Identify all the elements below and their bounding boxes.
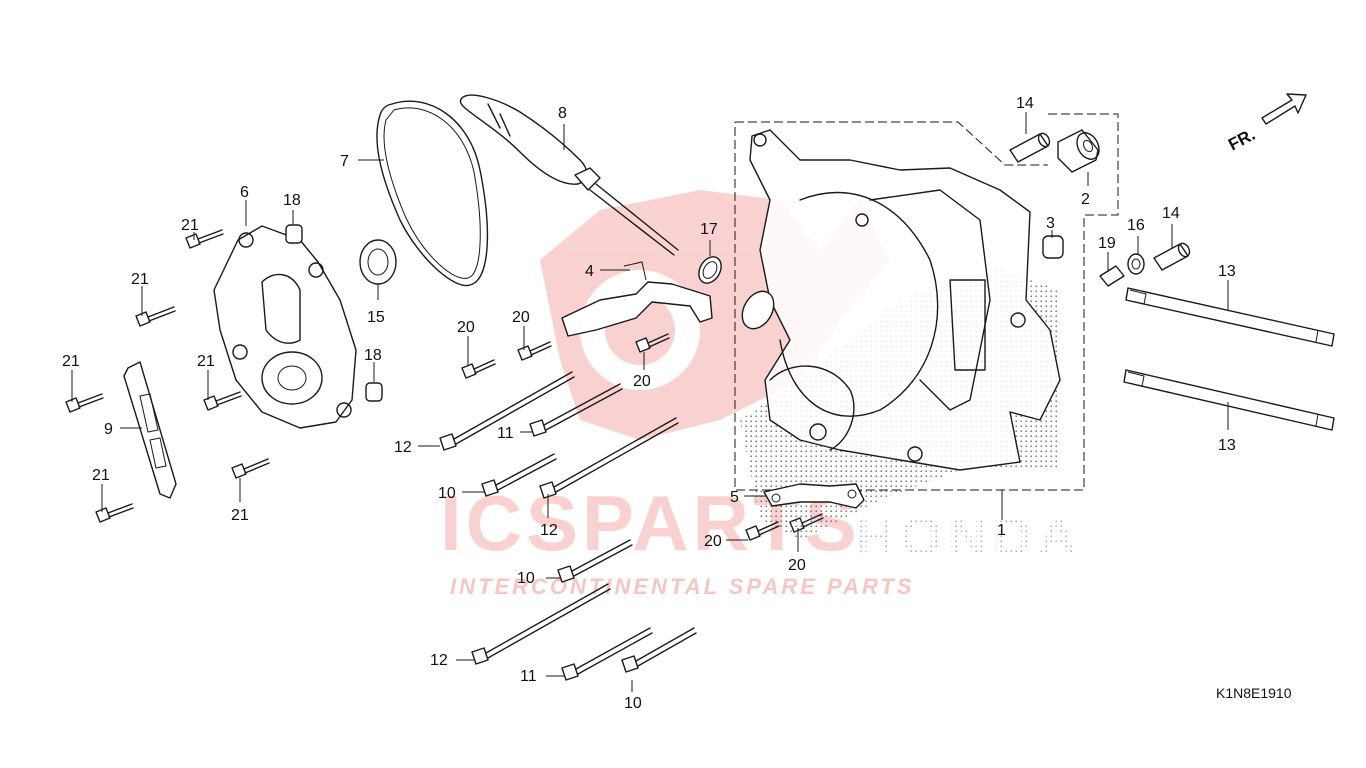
callout-4: 4: [585, 263, 594, 280]
front-direction-arrow-icon: [1261, 93, 1307, 125]
bolt-10-lower: [621, 627, 697, 673]
oil-dipstick: [459, 94, 679, 256]
callout-7: 7: [340, 153, 349, 170]
bolt-11-upper: [529, 383, 623, 437]
watermark-maker: HONDA: [855, 507, 1083, 567]
drive-belt: [376, 100, 489, 287]
bolt-12-upper: [439, 371, 575, 451]
callout-20-d: 20: [704, 533, 722, 550]
callout-21-e: 21: [92, 467, 110, 484]
bolt-21-center: [203, 391, 242, 411]
stay-bracket: [123, 361, 177, 499]
callout-10-c: 10: [624, 695, 642, 712]
callout-14-a: 14: [1016, 95, 1034, 112]
callout-2: 2: [1081, 191, 1090, 208]
bolt-20-c: [635, 333, 670, 353]
callout-labels: 1 2 3 4 5 6 7 8 9 10 10 10 11 11 12 12 1…: [62, 95, 1236, 712]
oil-seal: [359, 239, 397, 285]
collar-14-upper: [1009, 132, 1051, 163]
leader-lines: [71, 112, 1229, 692]
assembly-dashed-frame: [734, 113, 1119, 491]
callout-13-b: 13: [1218, 437, 1236, 454]
o-ring: [698, 256, 722, 284]
callout-11-a: 11: [497, 425, 514, 442]
callout-20-a: 20: [457, 319, 475, 336]
collar-19: [1099, 265, 1125, 287]
rubber-bushing: [1057, 129, 1100, 173]
callout-9: 9: [104, 421, 113, 438]
bolt-20-a: [461, 359, 496, 379]
harness-clamp: [561, 261, 713, 337]
bolt-20-b: [517, 341, 552, 361]
callout-19: 19: [1098, 235, 1116, 252]
bolt-12-lower: [471, 583, 611, 665]
callout-6: 6: [240, 184, 249, 201]
callout-18-a: 18: [283, 192, 301, 209]
callout-21-d: 21: [197, 353, 215, 370]
callout-16: 16: [1127, 217, 1145, 234]
callout-8: 8: [558, 105, 567, 122]
bolt-21-lower-left: [95, 503, 134, 523]
callout-12-c: 12: [430, 652, 448, 669]
callout-10-a: 10: [438, 485, 456, 502]
stud-bolt-upper: [1125, 287, 1335, 347]
callout-5: 5: [730, 489, 739, 506]
callout-3: 3: [1046, 215, 1055, 232]
dowel-pin-lower: [365, 382, 383, 402]
bolt-21-lower: [231, 458, 270, 479]
bolt-10-mid: [557, 539, 633, 583]
bolt-21-mid-left: [135, 306, 176, 327]
callout-13-a: 13: [1218, 263, 1236, 280]
washer-16: [1127, 253, 1145, 275]
callout-17: 17: [700, 221, 718, 238]
callout-21-a: 21: [181, 217, 199, 234]
collar-14-right: [1153, 242, 1191, 271]
crankcase-cover: [740, 129, 1061, 540]
diagram-code: K1N8E1910: [1216, 685, 1292, 701]
bolt-11-lower: [561, 627, 653, 681]
callout-12-b: 12: [540, 522, 558, 539]
collar-3: [1042, 235, 1064, 259]
callout-20-b: 20: [512, 309, 530, 326]
callout-21-c: 21: [62, 353, 80, 370]
front-direction-label: FR.: [1225, 125, 1258, 155]
callout-12-a: 12: [394, 439, 412, 456]
bolt-10-upper: [481, 453, 557, 497]
callout-21-f: 21: [231, 507, 249, 524]
watermark-tagline: INTERCONTINENTAL SPARE PARTS: [450, 574, 915, 599]
callout-1: 1: [997, 522, 1006, 539]
cover-bracket: [763, 483, 865, 509]
callout-18-b: 18: [364, 347, 382, 364]
bolt-21-left: [65, 393, 104, 413]
pump-cover: [213, 225, 357, 429]
bolt-21-upper: [185, 229, 224, 249]
callout-11-b: 11: [520, 668, 537, 685]
callout-21-b: 21: [131, 271, 149, 288]
callout-10-b: 10: [517, 570, 535, 587]
callout-15: 15: [367, 309, 385, 326]
callout-20-c: 20: [633, 373, 651, 390]
stud-bolt-lower: [1123, 369, 1335, 431]
bolt-12-mid: [539, 417, 679, 499]
callout-14-b: 14: [1162, 205, 1180, 222]
dowel-pin-upper: [285, 224, 303, 244]
callout-20-e: 20: [788, 557, 806, 574]
